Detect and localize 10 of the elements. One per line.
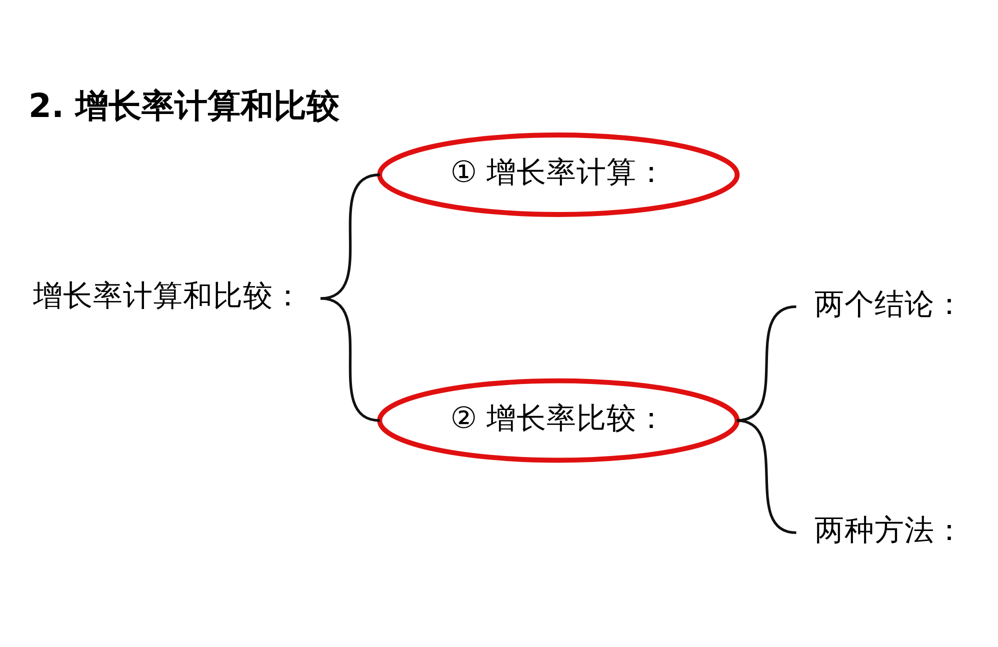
- node-ellipse: ② 增长率比较：: [377, 378, 740, 462]
- node-text: 两种方法：: [814, 512, 964, 548]
- diagram-title: 2. 增长率计算和比较: [28, 85, 340, 124]
- connector: [736, 418, 796, 534]
- node-ellipse: ① 增长率计算：: [377, 132, 740, 216]
- node-text: 两个结论：: [814, 286, 964, 322]
- connector: [320, 172, 380, 300]
- node-text: 增长率计算和比较：: [32, 278, 303, 314]
- connector: [736, 304, 796, 422]
- connector: [320, 296, 380, 422]
